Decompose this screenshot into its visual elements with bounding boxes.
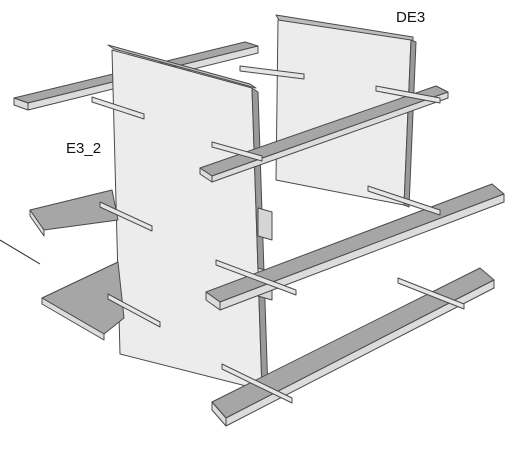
panel-de3 [275, 14, 417, 208]
leader-line [0, 239, 41, 265]
slot-marks [91, 65, 465, 404]
label-e3-2: E3_2 [66, 140, 101, 157]
shelf-front-bottom [211, 267, 495, 427]
shelf-left-middle [29, 189, 119, 237]
shelf-front-top [199, 85, 449, 183]
shelf-left-bottom [41, 261, 125, 341]
label-de3: DE3 [396, 9, 425, 26]
shelf-front-middle [205, 183, 505, 311]
